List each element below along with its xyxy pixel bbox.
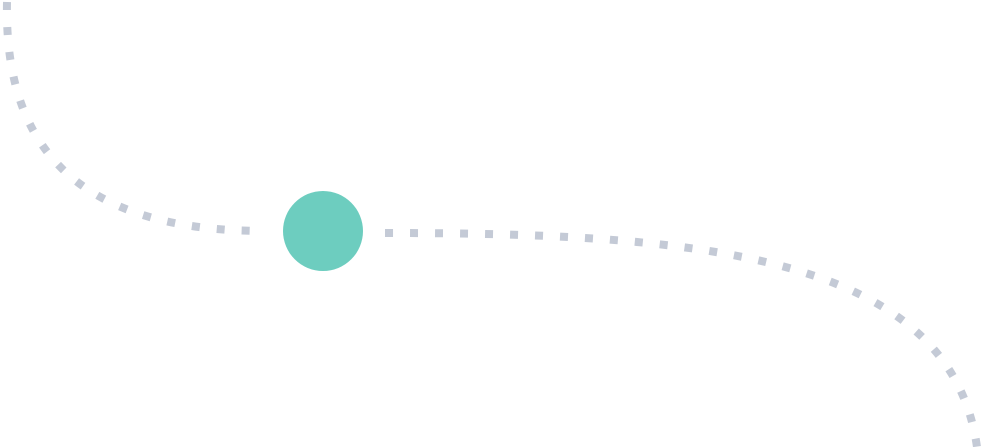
circle-node-icon (283, 191, 363, 271)
dotted-path-left (2, 1, 266, 235)
dotted-path-right (384, 229, 981, 447)
